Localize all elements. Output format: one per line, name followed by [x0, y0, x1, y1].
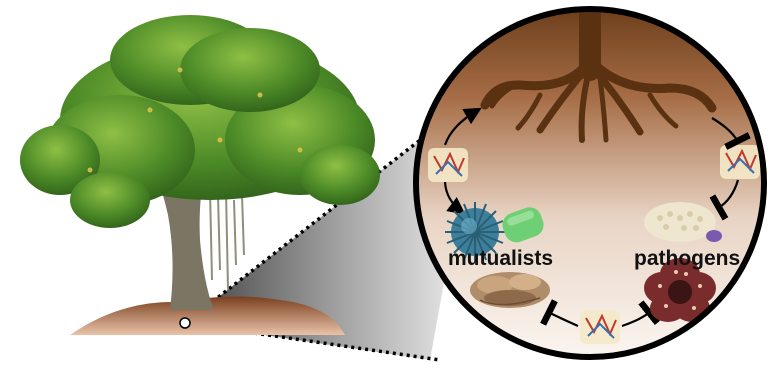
tree-foliage [20, 15, 380, 228]
zoom-circle: mutualists pathogens [416, 0, 764, 357]
molecule-icon [580, 310, 620, 344]
mushroom-cluster-icon [470, 272, 550, 308]
zoom-point [180, 318, 190, 328]
label-pathogens: pathogens [634, 247, 740, 270]
molecule-icon [720, 145, 760, 179]
label-mutualists: mutualists [448, 247, 553, 270]
molecule-icon [428, 148, 468, 182]
aerial-roots [210, 190, 244, 290]
